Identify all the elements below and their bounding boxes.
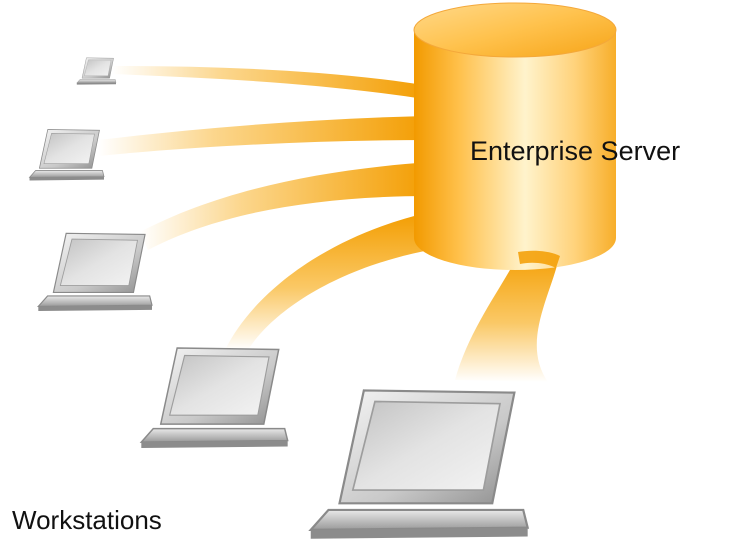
enterprise-server-cylinder bbox=[413, 2, 617, 270]
laptop-icon bbox=[29, 129, 105, 181]
connection-beam bbox=[140, 162, 430, 250]
connection-beam bbox=[455, 250, 558, 382]
laptop-icon bbox=[309, 389, 529, 540]
laptop-icon bbox=[37, 232, 153, 312]
laptop-icon bbox=[76, 57, 117, 85]
workstations-label: Workstations bbox=[12, 505, 162, 535]
connection-beams bbox=[98, 66, 558, 382]
connection-beam bbox=[112, 66, 430, 100]
laptop-icon bbox=[140, 347, 289, 449]
enterprise-server-label: Enterprise Server bbox=[470, 136, 681, 166]
connection-beam bbox=[225, 212, 430, 350]
connection-beam bbox=[98, 116, 430, 156]
